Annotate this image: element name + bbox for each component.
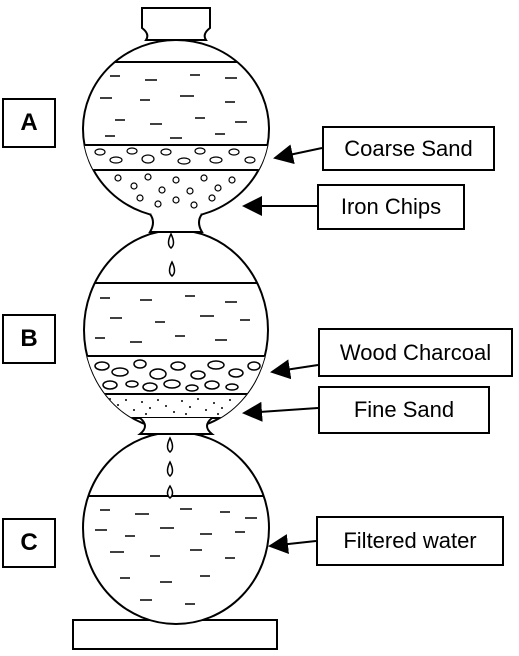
arrow-filtered-water xyxy=(268,534,317,554)
vessel-a xyxy=(82,39,270,219)
filtered-water-layer xyxy=(95,508,257,605)
wood-charcoal-label: Wood Charcoal xyxy=(318,328,513,377)
arrow-coarse-sand xyxy=(273,144,323,165)
iron-chips-label: Iron Chips xyxy=(317,184,465,230)
fine-sand-label: Fine Sand xyxy=(318,386,490,434)
filtered-water-label: Filtered water xyxy=(316,516,504,566)
filtered-water-text: Filtered water xyxy=(343,528,477,553)
vessel-c xyxy=(82,431,270,625)
iron-chips-text: Iron Chips xyxy=(340,194,442,219)
section-label-b: B xyxy=(2,314,56,364)
fine-sand-text: Fine Sand xyxy=(353,397,455,422)
water-layer-b xyxy=(95,295,250,343)
neck-b-c xyxy=(137,417,215,435)
arrow-wood-charcoal xyxy=(270,359,319,380)
arrow-fine-sand xyxy=(242,401,319,422)
section-letter-c: C xyxy=(20,529,38,556)
coarse-sand-layer xyxy=(83,144,269,171)
vessel-b xyxy=(83,229,269,431)
label-arrows xyxy=(242,144,323,554)
water-drops xyxy=(166,232,176,499)
coarse-sand-label: Coarse Sand xyxy=(322,126,495,171)
section-label-c: C xyxy=(2,518,56,568)
fine-sand-layer xyxy=(84,393,268,419)
section-label-a: A xyxy=(2,98,56,148)
water-layer-a xyxy=(100,74,247,139)
section-letter-a: A xyxy=(20,109,38,136)
section-letter-b: B xyxy=(20,325,38,352)
coarse-sand-text: Coarse Sand xyxy=(344,135,473,161)
top-neck xyxy=(141,7,211,41)
neck-a-b xyxy=(148,213,204,233)
wood-charcoal-text: Wood Charcoal xyxy=(339,339,492,365)
